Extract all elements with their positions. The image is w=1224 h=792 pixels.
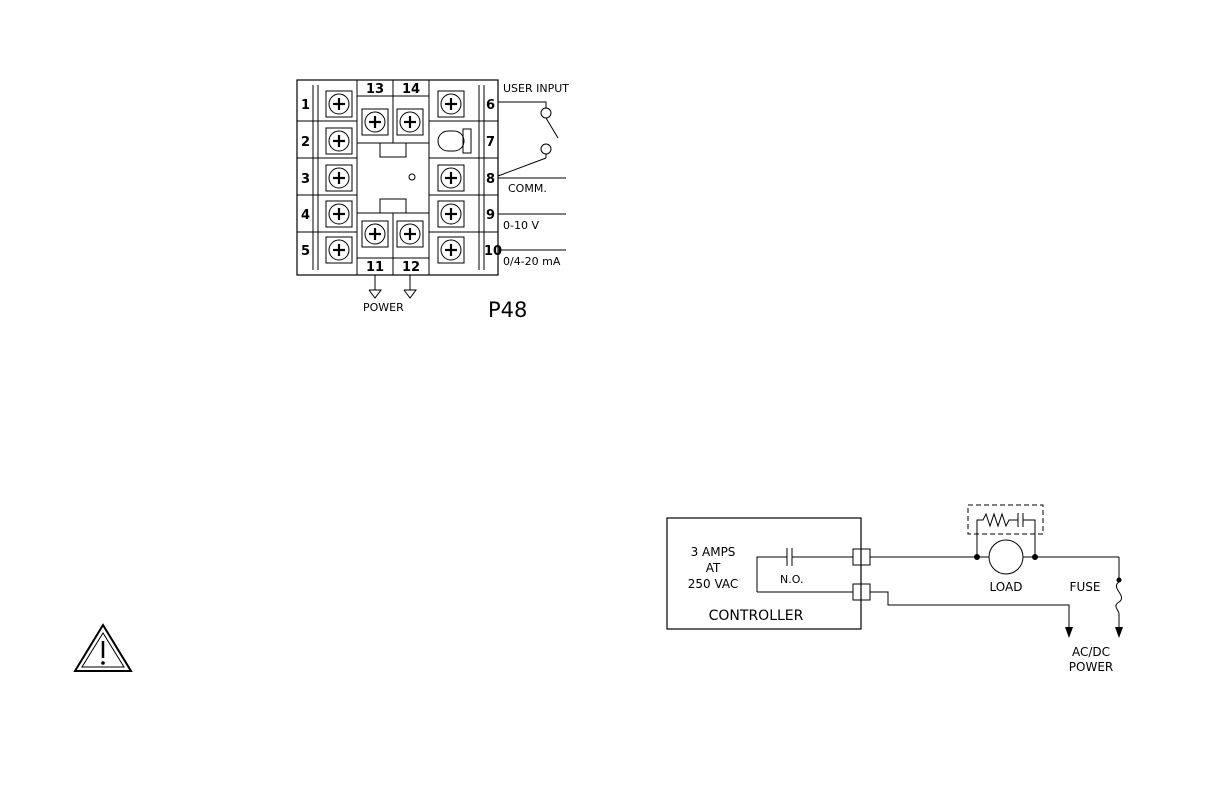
- warning-triangle-icon: [75, 625, 131, 671]
- terminal-label-8: 8: [486, 172, 495, 187]
- terminal-13-screw-icon: [362, 109, 388, 135]
- user-input-label: USER INPUT: [503, 82, 569, 95]
- terminal-label-10: 10: [484, 244, 502, 259]
- rating-line-2: AT: [706, 561, 721, 575]
- contact-label: N.O.: [780, 573, 803, 586]
- terminal-5-screw-icon: [326, 237, 352, 263]
- power-arrows: [369, 275, 416, 298]
- snubber-rc-icon: [977, 513, 1035, 557]
- terminal-label-5: 5: [301, 244, 310, 259]
- fuse-icon: [1116, 582, 1122, 614]
- current-output-label: 0/4-20 mA: [503, 255, 561, 268]
- controller-label: CONTROLLER: [709, 608, 804, 624]
- terminal-2-screw-icon: [326, 128, 352, 154]
- power-arrow-right-icon: [1115, 627, 1123, 638]
- rating-line-3: 250 VAC: [688, 577, 739, 591]
- terminal-label-11: 11: [366, 260, 384, 275]
- fuse-label: FUSE: [1070, 580, 1101, 594]
- terminal-3-screw-icon: [326, 165, 352, 191]
- terminal-label-6: 6: [486, 98, 495, 113]
- terminal-label-14: 14: [402, 82, 420, 97]
- terminal-8-screw-icon: [438, 165, 464, 191]
- terminal-label-12: 12: [402, 260, 420, 275]
- terminal-6-screw-icon: [438, 91, 464, 117]
- terminal-10-screw-icon: [438, 237, 464, 263]
- relay-output-circuit: 3 AMPS AT 250 VAC N.O. CONTROLLER: [667, 505, 1123, 674]
- terminal-label-3: 3: [301, 172, 310, 187]
- terminal-block: 1 2 3 4 5 13 14 11 12 6 7 8 9 10: [297, 80, 569, 322]
- rating-line-1: 3 AMPS: [691, 545, 736, 559]
- terminal-label-1: 1: [301, 98, 310, 113]
- terminal-7-jumper-icon: [438, 129, 471, 153]
- terminal-label-7: 7: [486, 135, 495, 150]
- terminal-4-screw-icon: [326, 201, 352, 227]
- terminal-14-screw-icon: [397, 109, 423, 135]
- power-arrow-left-icon: [1065, 627, 1073, 638]
- terminal-9-screw-icon: [438, 201, 464, 227]
- terminal-label-2: 2: [301, 135, 310, 150]
- voltage-output-label: 0-10 V: [503, 219, 539, 232]
- load-icon: [989, 540, 1023, 574]
- terminal-label-9: 9: [486, 208, 495, 223]
- terminal-12-screw-icon: [397, 221, 423, 247]
- terminal-label-4: 4: [301, 208, 310, 223]
- normally-open-contact-icon: [757, 548, 853, 592]
- power-line-1: AC/DC: [1072, 645, 1110, 659]
- power-label: POWER: [363, 301, 404, 314]
- power-line-2: POWER: [1069, 660, 1113, 674]
- terminal-11-screw-icon: [362, 221, 388, 247]
- model-label: P48: [488, 298, 527, 322]
- terminal-label-13: 13: [366, 82, 384, 97]
- load-label: LOAD: [990, 580, 1023, 594]
- comm-label: COMM.: [508, 182, 547, 195]
- terminal-1-screw-icon: [326, 91, 352, 117]
